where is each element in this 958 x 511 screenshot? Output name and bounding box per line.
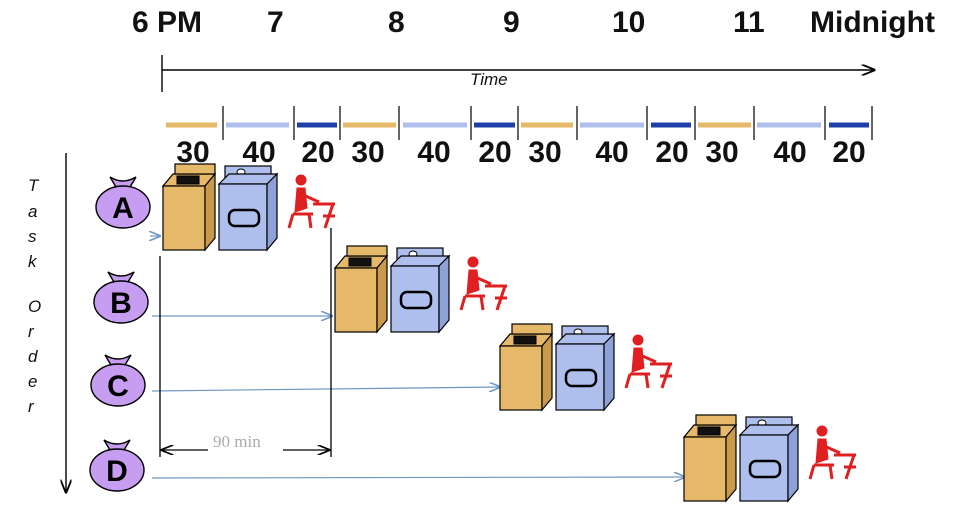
laundry-bag-icon	[95, 176, 151, 229]
folding-person-icon	[459, 256, 507, 311]
task-row: D	[89, 414, 856, 503]
task-label: D	[106, 455, 128, 488]
duration-label: 20	[301, 136, 335, 169]
folding-person-icon	[287, 174, 335, 229]
dryer-icon	[738, 416, 800, 503]
hour-label-9: 9	[503, 6, 520, 39]
duration-label: 40	[242, 136, 276, 169]
duration-segments	[166, 106, 873, 140]
ninety-min-label: 90 min	[213, 432, 261, 451]
washer-icon	[682, 414, 738, 503]
time-axis	[161, 55, 874, 92]
task-row: A	[95, 163, 335, 252]
hour-label-6pm: 6 PM	[132, 6, 203, 39]
time-axis-label: Time	[470, 70, 508, 89]
laundry-bag-icon	[90, 354, 146, 407]
dryer-icon	[554, 325, 616, 412]
duration-label: 30	[351, 136, 385, 169]
task-row: C	[90, 323, 672, 412]
duration-label: 40	[595, 136, 629, 169]
washer-icon	[498, 323, 554, 412]
folding-person-icon	[808, 425, 856, 480]
washer-icon	[333, 245, 389, 334]
duration-label: 20	[832, 136, 866, 169]
task-label: C	[107, 370, 129, 403]
hour-label-11: 11	[733, 6, 765, 39]
task-order-letter: O	[28, 297, 42, 316]
task-arrow	[151, 477, 685, 478]
task-order-letter: d	[28, 347, 38, 366]
hour-label-10: 10	[612, 6, 646, 39]
task-order-letter: a	[28, 202, 38, 221]
duration-label: 40	[417, 136, 451, 169]
duration-label: 30	[705, 136, 739, 169]
laundry-bag-icon	[89, 439, 145, 492]
hour-label-midnight: Midnight	[810, 6, 935, 39]
task-order-letter: e	[28, 372, 38, 391]
duration-label: 20	[478, 136, 512, 169]
task-order-letter: r	[28, 322, 34, 341]
duration-label: 30	[528, 136, 562, 169]
duration-label: 20	[655, 136, 689, 169]
task-label: A	[112, 192, 134, 225]
task-label: B	[110, 287, 132, 320]
task-order-letter: T	[28, 176, 39, 195]
ninety-min-dimension	[159, 228, 332, 457]
dryer-icon	[389, 247, 451, 334]
dryer-icon	[217, 165, 279, 252]
task-rows: A B C D	[89, 163, 856, 503]
task-arrow	[151, 387, 500, 391]
duration-label: 40	[773, 136, 807, 169]
laundry-bag-icon	[93, 271, 149, 324]
task-order-letter: s	[28, 227, 37, 246]
folding-person-icon	[624, 334, 672, 389]
washer-icon	[161, 163, 217, 252]
hour-label-7: 7	[267, 6, 284, 39]
task-order-letter: r	[28, 397, 34, 416]
task-order-letter: k	[28, 252, 37, 271]
task-row: B	[93, 245, 507, 334]
hour-label-8: 8	[388, 6, 405, 39]
